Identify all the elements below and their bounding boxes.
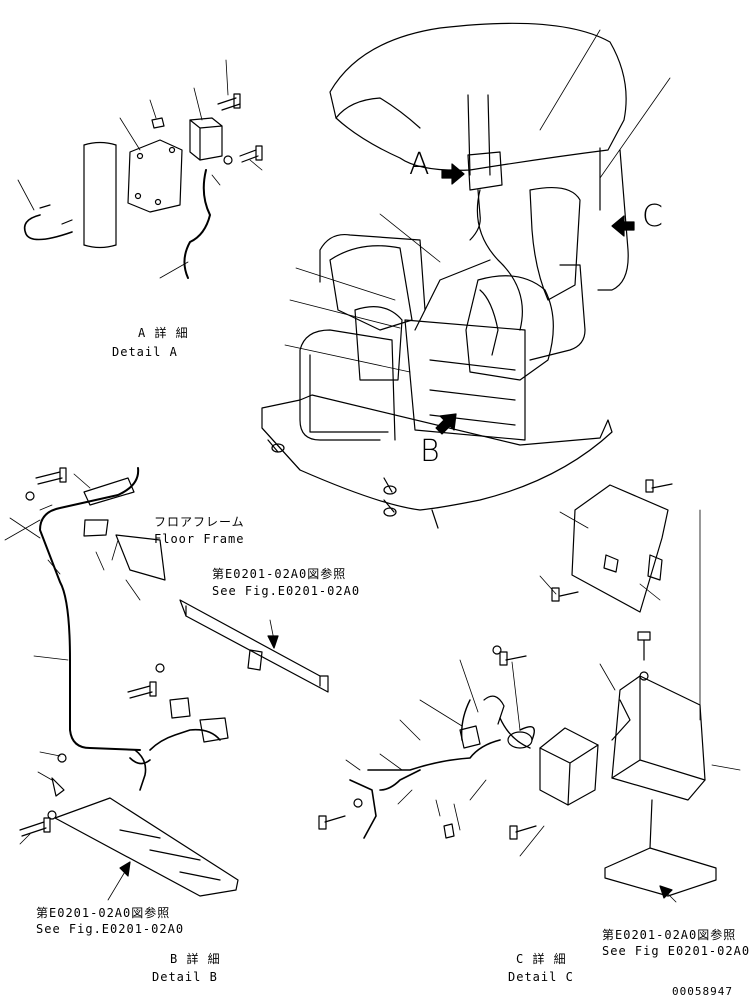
view-letter-b: B [420,434,440,469]
detail-b-drawing [4,467,329,901]
ref-b-bottom-en: See Fig.E0201-02A0 [36,922,185,936]
ref-arrow-b-bottom [107,869,127,901]
detail-a-label-jp: A 詳 細 [138,326,189,340]
console-box [404,319,526,441]
view-letter-a: A [409,147,430,182]
detail-c-drawing [318,479,741,903]
ref-c-bottom-jp: 第E0201-02A0図参照 [602,928,737,942]
canopy-roof [329,22,627,171]
detail-c-label-en: Detail C [508,970,574,984]
cover-plate [571,484,669,613]
controller-bracket [611,675,706,801]
detail-a-label-en: Detail A [112,345,178,359]
floor-plate [54,797,239,897]
detail-b-label-jp: B 詳 細 [170,952,221,966]
harness-pipe [39,467,141,751]
controller-box [539,727,599,806]
floor-frame-label-jp: フロアフレーム [154,515,245,529]
floor-frame-beam [179,599,329,693]
ref-b-bottom-jp: 第E0201-02A0図参照 [36,906,171,920]
ref-c-bottom-en: See Fig E0201-02A0 [602,944,751,958]
detail-c-label-jp: C 詳 細 [516,952,567,966]
ref-b-top-en: See Fig.E0201-02A0 [212,584,361,598]
detail-a-drawing [17,59,263,279]
floor-frame-label-en: Floor Frame [154,532,245,546]
base-platform [261,394,613,511]
arrow-c [611,215,635,237]
relay-box [189,117,223,161]
mount-plate [127,139,183,213]
ref-b-top-jp: 第E0201-02A0図参照 [212,567,347,581]
drawing-number: 00058947 [672,985,733,998]
connector-block-a [467,151,503,191]
detail-b-label-en: Detail B [152,970,218,984]
arrow-b [435,413,457,435]
seat [465,275,554,381]
main-assembly [261,22,671,529]
view-letter-c: C [642,199,663,234]
arrow-a [441,163,465,185]
u-bolt [23,214,73,241]
cage-rail-left [299,329,396,441]
